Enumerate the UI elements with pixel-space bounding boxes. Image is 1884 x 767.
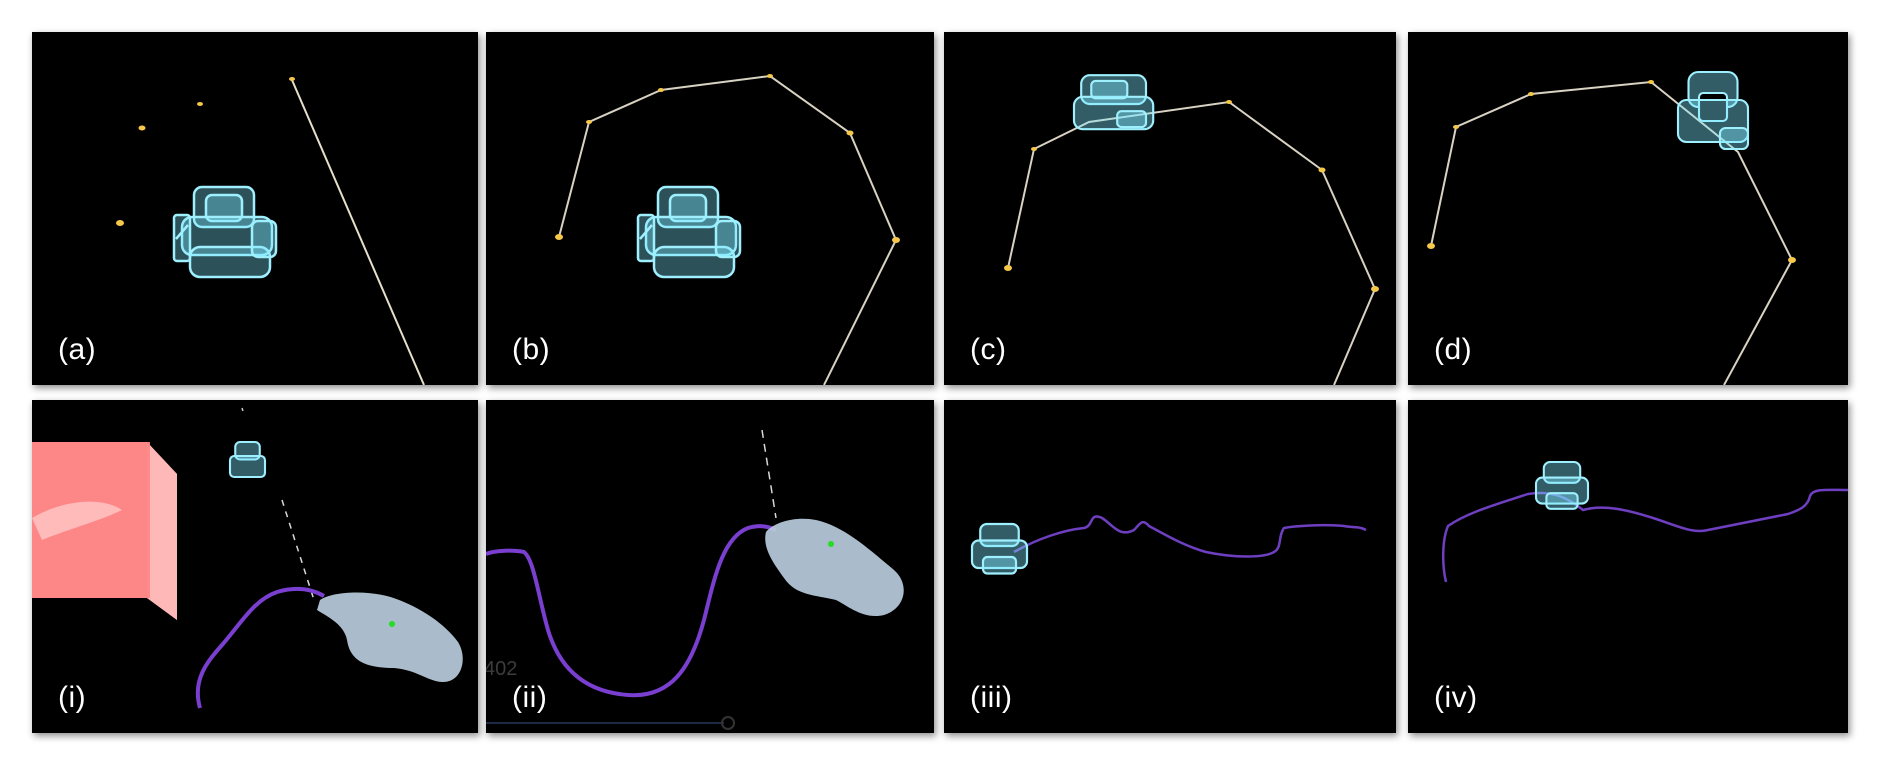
- robot-model: [970, 522, 1029, 575]
- waypoint: [289, 77, 295, 81]
- path-line: [1007, 100, 1377, 385]
- waypoint: [846, 130, 854, 136]
- panel-label: (d): [1434, 333, 1473, 366]
- panel-label: (i): [58, 681, 87, 714]
- waypoint: [1226, 100, 1232, 104]
- waypoint: [1528, 92, 1534, 96]
- waypoint: [1427, 243, 1435, 249]
- timeline-handle: [721, 716, 735, 730]
- panel-ii: 402 (ii): [486, 400, 934, 733]
- robot-model: [636, 185, 742, 279]
- panel-d: (d): [1408, 32, 1848, 385]
- waypoint: [138, 125, 146, 131]
- fingertip-marker: [828, 541, 834, 547]
- pointer-line: [761, 429, 777, 519]
- waypoint: [1788, 257, 1796, 263]
- waypoint: [1004, 265, 1012, 271]
- waypoint: [1371, 286, 1379, 292]
- pointer-line: [241, 407, 245, 415]
- waypoint: [555, 234, 563, 240]
- waypoint: [116, 220, 124, 226]
- overlay-number: 402: [486, 658, 518, 680]
- scene-c: [1004, 74, 1379, 385]
- scene-b: [555, 74, 900, 385]
- scene-a: [116, 77, 425, 385]
- panel-a: (a): [32, 32, 478, 385]
- waypoint: [1031, 147, 1037, 151]
- panel-iv: (iv): [1408, 400, 1848, 733]
- panel-iii: (iii): [944, 400, 1396, 733]
- scene-iii: [970, 515, 1367, 575]
- robot-model: [228, 440, 267, 479]
- waypoint: [1648, 80, 1654, 84]
- drawn-path: [1013, 515, 1367, 558]
- waypoint: [767, 74, 773, 78]
- hand-model: [317, 592, 463, 683]
- panel-label: (b): [512, 333, 551, 366]
- panel-i: (i): [32, 400, 478, 733]
- pointer-line: [281, 499, 315, 601]
- panel-label: (iii): [970, 681, 1013, 714]
- scene-d: [1427, 70, 1796, 385]
- fingertip-marker: [389, 621, 395, 627]
- scene-iv: [1442, 460, 1848, 583]
- drawn-path: [486, 524, 777, 698]
- virtual-block: [32, 442, 177, 620]
- panel-label: (ii): [512, 681, 548, 714]
- hand-model: [765, 518, 904, 617]
- drawn-path: [195, 586, 325, 709]
- scene-ii: [486, 429, 904, 730]
- waypoint: [1318, 167, 1326, 173]
- robot-model: [172, 185, 278, 279]
- waypoint: [586, 120, 592, 124]
- panel-c: (c): [944, 32, 1396, 385]
- waypoint: [658, 88, 664, 92]
- scene-i: [32, 407, 463, 709]
- robot-model: [1676, 70, 1750, 151]
- panel-b: (b): [486, 32, 934, 385]
- panel-label: (iv): [1434, 681, 1478, 714]
- waypoint: [892, 237, 900, 243]
- drawn-path: [1442, 488, 1848, 583]
- robot-model: [1072, 74, 1155, 131]
- waypoint: [197, 102, 203, 106]
- panel-label: (c): [970, 333, 1007, 366]
- waypoint: [1453, 125, 1459, 129]
- panel-label: (a): [58, 333, 97, 366]
- robot-model: [1534, 460, 1590, 510]
- path-line: [291, 79, 425, 385]
